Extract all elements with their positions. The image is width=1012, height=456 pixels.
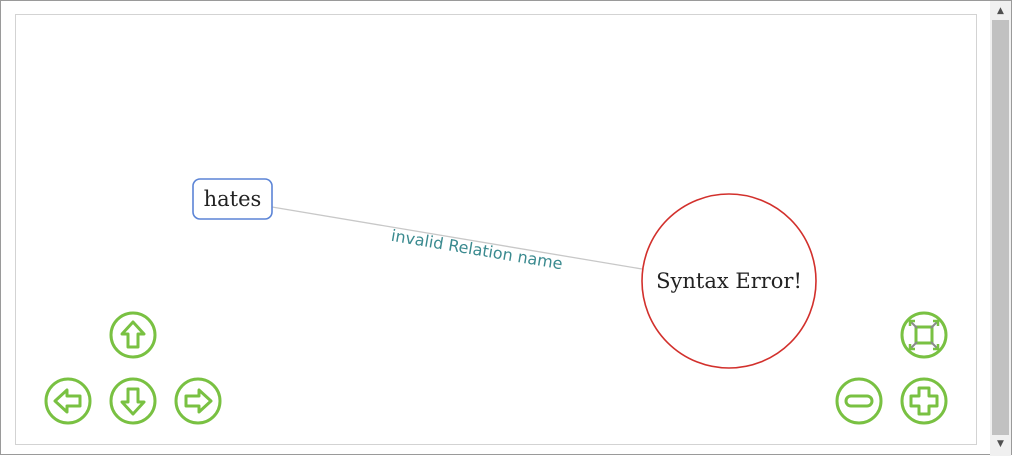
pan-left-button[interactable] <box>44 377 92 425</box>
left-arrow-icon <box>44 377 92 425</box>
down-arrow-icon <box>109 377 157 425</box>
fit-view-button[interactable] <box>900 311 948 359</box>
zoom-in-button[interactable] <box>900 377 948 425</box>
scroll-up-arrow-icon[interactable]: ▲ <box>997 6 1004 16</box>
network-canvas[interactable]: invalid Relation name hates Syntax Error… <box>15 14 977 445</box>
pan-down-button[interactable] <box>109 377 157 425</box>
right-arrow-icon <box>174 377 222 425</box>
zoom-in-icon <box>900 377 948 425</box>
graph-svg: invalid Relation name hates Syntax Error… <box>192 178 817 369</box>
fit-view-icon <box>900 311 948 359</box>
scroll-down-arrow-icon[interactable]: ▼ <box>997 439 1004 449</box>
pan-right-button[interactable] <box>174 377 222 425</box>
up-arrow-icon <box>109 311 157 359</box>
zoom-out-button[interactable] <box>835 377 883 425</box>
edge-label: invalid Relation name <box>390 226 564 273</box>
node-hates[interactable]: hates <box>192 178 273 220</box>
node-syntax-error-label: Syntax Error! <box>656 269 802 293</box>
node-hates-label: hates <box>204 187 262 211</box>
zoom-out-icon <box>835 377 883 425</box>
node-syntax-error[interactable]: Syntax Error! <box>641 193 817 369</box>
pan-up-button[interactable] <box>109 311 157 359</box>
relation-edge[interactable] <box>271 206 643 270</box>
scroll-thumb[interactable] <box>992 20 1009 435</box>
vertical-scrollbar[interactable]: ▲ ▼ <box>990 1 1011 456</box>
